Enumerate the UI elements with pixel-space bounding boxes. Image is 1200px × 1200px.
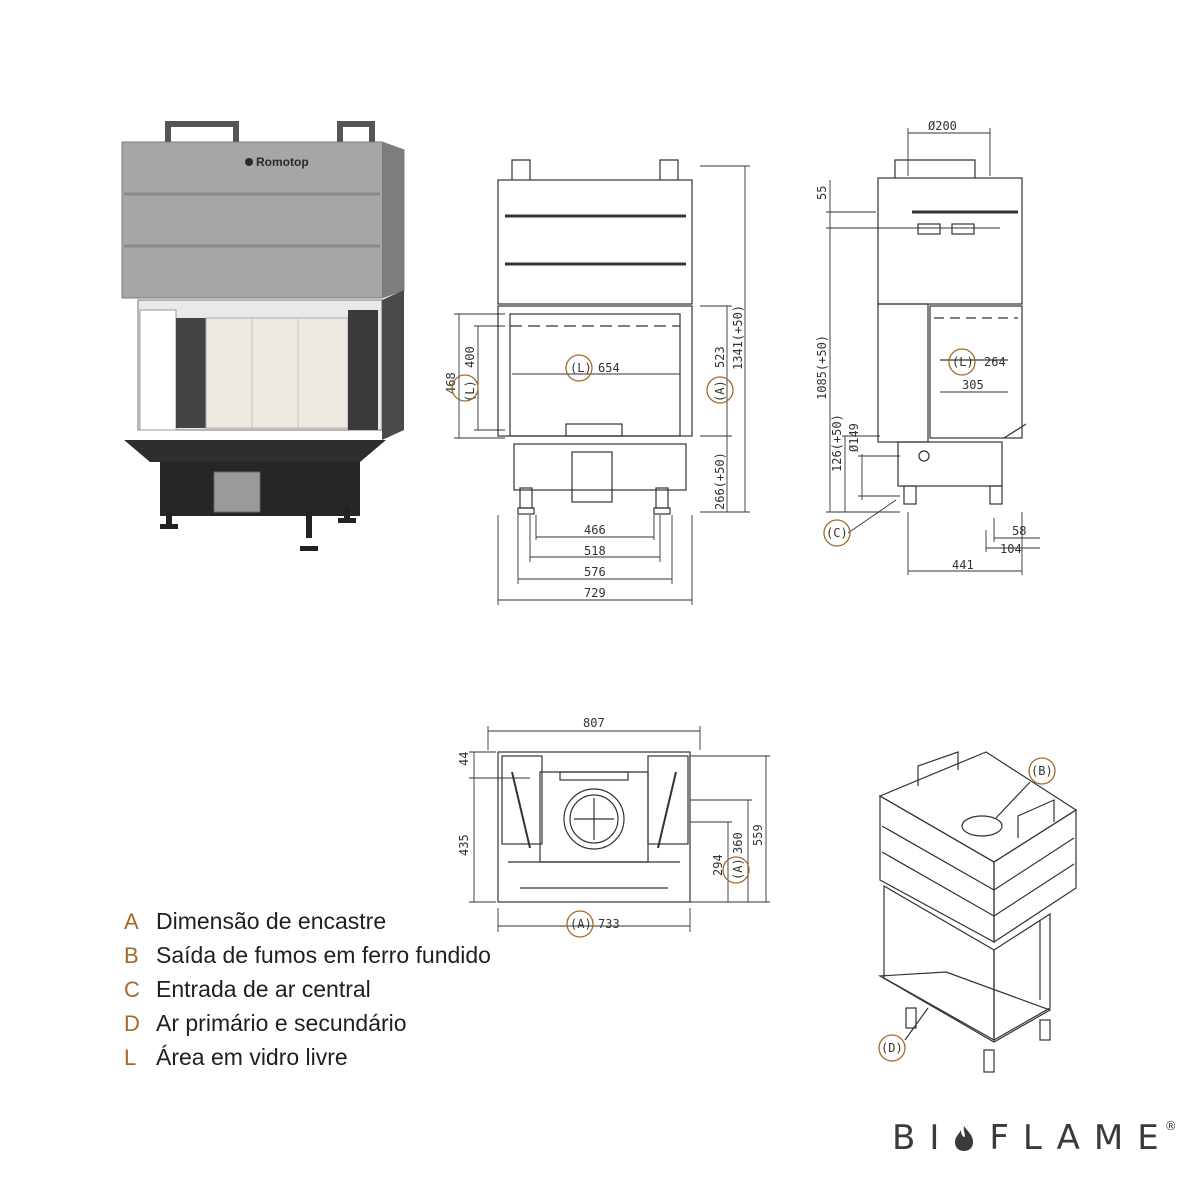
fireplace-photo: Romotop xyxy=(121,121,405,551)
svg-text:305: 305 xyxy=(962,378,984,392)
top-view xyxy=(497,751,691,903)
svg-text:360: 360 xyxy=(731,832,745,854)
legend-item-b: B Saída de fumos em ferro fundido xyxy=(124,942,491,976)
romotop-logo-icon xyxy=(245,158,253,166)
legend-letter: D xyxy=(124,1011,140,1036)
legend-letter: C xyxy=(124,977,140,1002)
front-dimensions xyxy=(454,165,750,605)
side-dimensions xyxy=(826,128,1040,575)
legend-text: Dimensão de encastre xyxy=(156,908,387,934)
svg-text:523: 523 xyxy=(713,346,727,368)
isometric-view xyxy=(877,751,1078,1073)
svg-text:400: 400 xyxy=(463,346,477,368)
svg-text:559: 559 xyxy=(751,824,765,846)
romotop-logo: Romotop xyxy=(256,155,309,169)
legend-letter: A xyxy=(124,909,139,934)
svg-text:Ø200: Ø200 xyxy=(928,119,957,133)
svg-text:468: 468 xyxy=(444,372,458,394)
svg-text:(L): (L) xyxy=(463,380,477,402)
svg-text:441: 441 xyxy=(952,558,974,572)
iso-markers xyxy=(878,757,1056,1062)
legend-letter: L xyxy=(124,1045,137,1070)
svg-text:55: 55 xyxy=(815,186,829,200)
side-markers xyxy=(823,348,976,547)
svg-text:58: 58 xyxy=(1012,524,1026,538)
top-dimension-labels: 807 (A) 733 44 435 294 (A) 360 559 xyxy=(457,716,765,931)
flame-icon xyxy=(955,1126,974,1151)
top-markers xyxy=(566,856,750,938)
legend-text: Ar primário e secundário xyxy=(156,1010,407,1036)
svg-text:126(+50): 126(+50) xyxy=(830,414,844,472)
svg-text:(L): (L) xyxy=(952,355,974,369)
svg-text:(B): (B) xyxy=(1031,764,1053,778)
svg-text:654: 654 xyxy=(598,361,620,375)
legend-item-c: C Entrada de ar central xyxy=(124,976,491,1010)
svg-text:(A): (A) xyxy=(731,858,745,880)
side-dimension-labels: Ø200 55 1085(+50) 126(+50) Ø149 (L) 264 … xyxy=(815,119,1026,572)
svg-text:(D): (D) xyxy=(881,1041,903,1055)
svg-text:435: 435 xyxy=(457,834,471,856)
brand-name-right: FLAME xyxy=(989,1118,1173,1158)
svg-text:(C): (C) xyxy=(826,526,848,540)
svg-text:576: 576 xyxy=(584,565,606,579)
legend: A Dimensão de encastre B Saída de fumos … xyxy=(124,908,491,1078)
svg-text:294: 294 xyxy=(711,854,725,876)
legend-item-l: L Área em vidro livre xyxy=(124,1044,491,1078)
svg-text:518: 518 xyxy=(584,544,606,558)
legend-item-d: D Ar primário e secundário xyxy=(124,1010,491,1044)
svg-text:(L): (L) xyxy=(570,361,592,375)
svg-text:Ø149: Ø149 xyxy=(847,423,861,452)
svg-text:807: 807 xyxy=(583,716,605,730)
svg-text:733: 733 xyxy=(598,917,620,931)
front-elevation xyxy=(497,159,693,515)
svg-text:729: 729 xyxy=(584,586,606,600)
svg-text:44: 44 xyxy=(457,752,471,766)
front-markers xyxy=(451,354,734,404)
side-elevation xyxy=(877,159,1027,505)
svg-text:1341(+50): 1341(+50) xyxy=(731,305,745,370)
legend-text: Saída de fumos em ferro fundido xyxy=(156,942,491,968)
legend-item-a: A Dimensão de encastre xyxy=(124,908,491,942)
front-dimension-labels: 729 576 518 466 (L) 654 1341(+50) 523 (A… xyxy=(444,305,745,600)
registered-mark: ® xyxy=(1164,1119,1177,1133)
svg-text:(A): (A) xyxy=(713,380,727,402)
legend-letter: B xyxy=(124,943,139,968)
svg-text:266(+50): 266(+50) xyxy=(713,452,727,510)
brand-name-left: BI xyxy=(892,1118,954,1158)
svg-text:104: 104 xyxy=(1000,542,1022,556)
svg-text:466: 466 xyxy=(584,523,606,537)
bioflame-logo: BI FLAME ® xyxy=(892,1118,1177,1158)
top-dimensions xyxy=(469,726,770,932)
legend-text: Entrada de ar central xyxy=(156,976,371,1002)
svg-text:1085(+50): 1085(+50) xyxy=(815,335,829,400)
svg-text:264: 264 xyxy=(984,355,1006,369)
iso-labels: (B) (D) xyxy=(881,764,1053,1055)
svg-text:(A): (A) xyxy=(570,917,592,931)
legend-text: Área em vidro livre xyxy=(156,1044,348,1070)
